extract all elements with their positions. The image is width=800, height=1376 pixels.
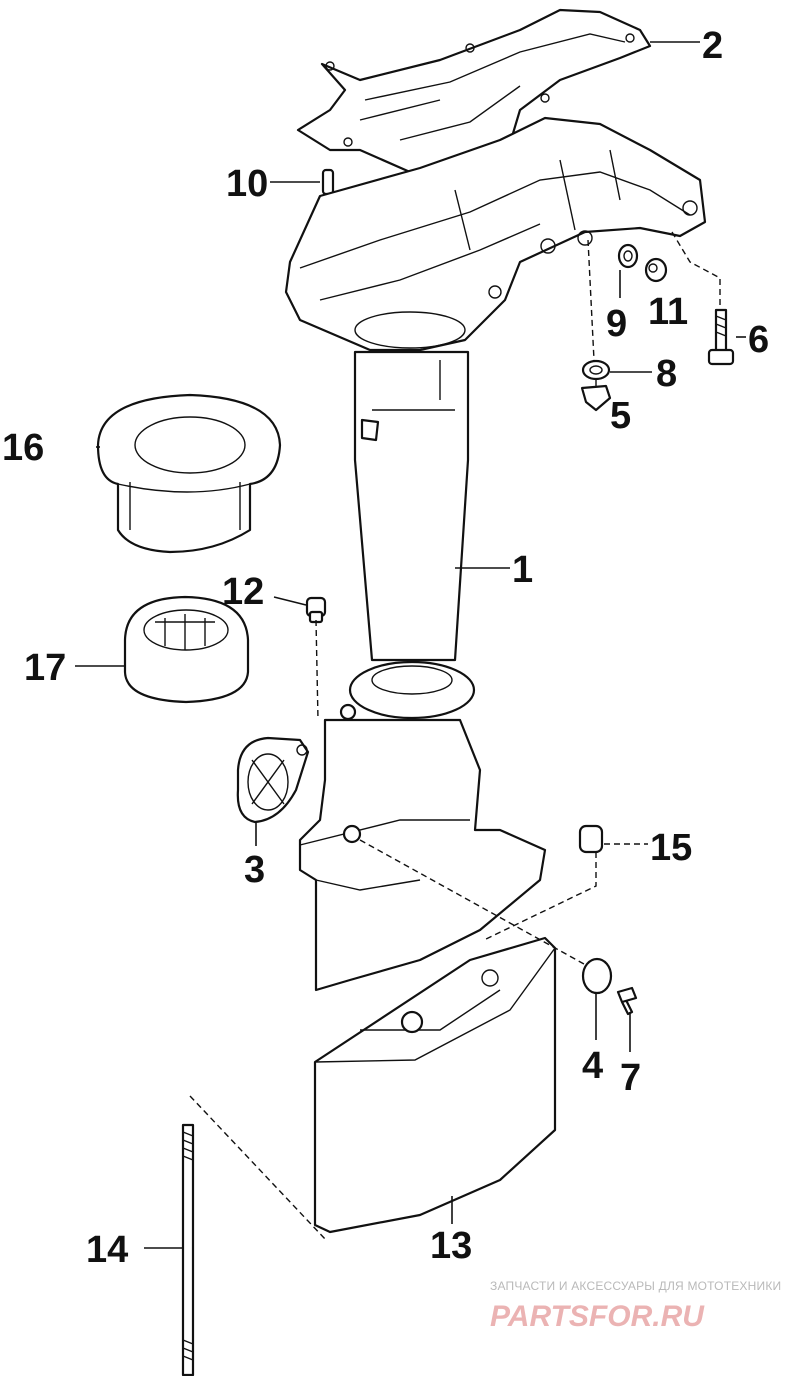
callout-5: 5 (610, 395, 631, 437)
callout-16: 16 (2, 427, 44, 469)
callout-13: 13 (430, 1225, 472, 1267)
callout-3: 3 (244, 849, 265, 891)
screw-7-part (616, 986, 638, 1016)
callout-6: 6 (748, 319, 769, 361)
nut-11-part (644, 257, 668, 283)
callout-10: 10 (226, 163, 268, 205)
callout-12: 12 (222, 571, 264, 613)
callout-17: 17 (24, 647, 66, 689)
watermark-tagline: ЗАПЧАСТИ И АКСЕССУАРЫ ДЛЯ МОТОТЕХНИКИ (490, 1279, 781, 1293)
callout-7: 7 (620, 1057, 641, 1099)
gasket-part (296, 8, 652, 182)
stud-bolt-part (181, 1123, 195, 1376)
dowel-pin-part (321, 168, 335, 196)
lower-housing-part (313, 936, 557, 1234)
plug-part (305, 596, 327, 624)
callout-1: 1 (512, 549, 533, 591)
callout-14: 14 (86, 1229, 128, 1271)
watermark: ЗАПЧАСТИ И АКСЕССУАРЫ ДЛЯ МОТОТЕХНИКИ PA… (490, 1279, 781, 1333)
washer-8-part (581, 359, 611, 381)
callout-15: 15 (650, 827, 692, 869)
callout-11: 11 (648, 291, 688, 333)
bushing-part (96, 393, 282, 554)
callout-4: 4 (582, 1045, 603, 1087)
driveshaft-housing-part (284, 116, 707, 992)
water-screen-part (236, 736, 310, 824)
sleeve-part (578, 824, 604, 854)
callout-8: 8 (656, 353, 677, 395)
seal-part (123, 595, 250, 704)
watermark-brand: PARTSFOR.RU (490, 1300, 705, 1333)
fitting-5-part (580, 384, 612, 412)
callout-2: 2 (702, 25, 723, 67)
callout-9: 9 (606, 303, 627, 345)
washer-9-part (617, 243, 639, 269)
bolt-6-part (707, 308, 735, 366)
leader-lines (75, 41, 746, 1249)
callout-labels: 1 2 3 4 5 6 7 8 9 10 11 12 13 14 15 16 1… (2, 25, 769, 1271)
grommet-part (581, 957, 613, 995)
